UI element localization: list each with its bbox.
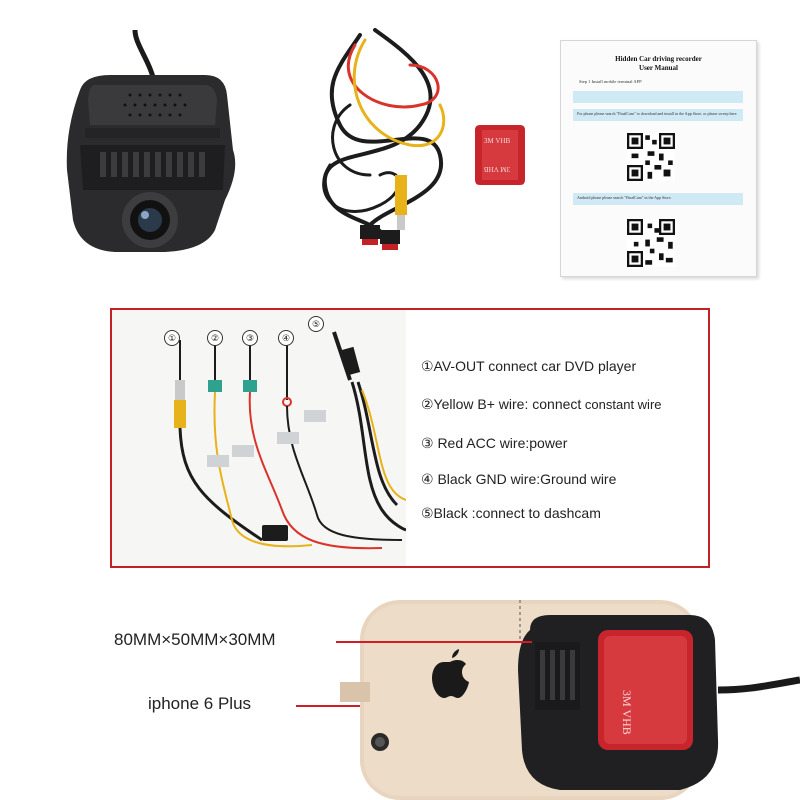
qr-code-icon — [627, 133, 675, 181]
legend-item-2-text: ②Yellow B+ wire: connect — [421, 396, 582, 412]
manual-ios-note: For phone please search "FinalCam" to do… — [577, 111, 738, 116]
legend-item-3: ③ Red ACC wire:power — [421, 435, 567, 452]
mount-pad-label-mirrored: 3M VHB — [484, 165, 511, 173]
cable-bundle-photo — [322, 28, 446, 250]
manual-android-note: Android phone please search "FinalCam" i… — [577, 195, 672, 200]
dimensions-callout-line — [336, 641, 532, 643]
legend-item-2: ②Yellow B+ wire: connect constant wire — [421, 396, 662, 413]
legend-item-3-text: ③ Red ACC wire:power — [421, 435, 568, 451]
dashcam-photo — [66, 30, 236, 252]
phone-callout-line — [296, 705, 360, 707]
manual-subtitle: User Manual — [639, 64, 678, 72]
wire-number-2: ② — [207, 330, 223, 346]
manual-bar-1 — [573, 91, 743, 103]
manual-sheet: Hidden Car driving recorder User Manual … — [560, 40, 757, 277]
user-manual: Hidden Car driving recorder User Manual … — [560, 40, 760, 280]
wire-number-1: ① — [164, 330, 180, 346]
legend-item-1: ①AV-OUT connect car DVD player — [421, 358, 636, 375]
dimensions-label: 80MM×50MM×30MM — [114, 630, 276, 649]
legend-item-5: ⑤Black :connect to dashcam — [421, 505, 601, 522]
wire-number-4: ④ — [278, 330, 294, 346]
manual-bar-3 — [573, 193, 743, 205]
apple-logo-icon — [432, 660, 469, 698]
phone-model-label: iphone 6 Plus — [148, 694, 252, 713]
mount-pad-photo — [475, 125, 525, 185]
wiring-diagram-panel: ① ② ③ ④ ⑤ ①AV-OUT connect car DVD player… — [110, 308, 710, 568]
legend-item-1-text: ①AV-OUT connect car DVD player — [421, 358, 637, 374]
legend-item-4: ④ Black GND wire:Ground wire — [421, 471, 616, 488]
legend-item-5-text: ⑤Black :connect to dashcam — [421, 505, 601, 521]
manual-step-1: Step 1 Install mobile terminal APP — [579, 79, 642, 84]
qr-code-icon-2 — [627, 219, 675, 267]
pad-label: 3M VHB — [620, 690, 634, 735]
size-comparison-photo — [340, 600, 800, 800]
wiring-photo — [112, 310, 406, 566]
wire-number-3: ③ — [242, 330, 258, 346]
legend-item-2-tail: constant wire — [581, 397, 662, 412]
manual-bar-2 — [573, 109, 743, 121]
mount-pad-label: 3M VHB — [484, 137, 511, 145]
wire-number-5: ⑤ — [308, 316, 324, 332]
manual-title: Hidden Car driving recorder — [615, 55, 702, 63]
legend-item-4-text: ④ Black GND wire:Ground wire — [421, 471, 617, 487]
